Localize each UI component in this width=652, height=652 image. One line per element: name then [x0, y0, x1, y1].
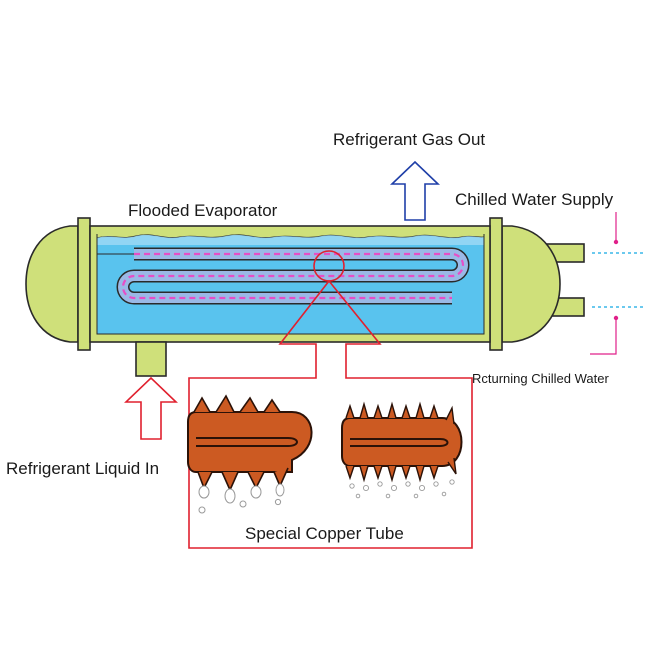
right-flange	[489, 217, 503, 351]
copper-tube-finned-detail	[341, 401, 463, 499]
supply-flow-indicator	[592, 239, 646, 254]
left-end-cap	[25, 225, 79, 343]
surface-foam	[97, 234, 484, 245]
tube-bundle-flow	[121, 252, 465, 300]
return-leader-line	[590, 318, 617, 355]
copper-tube-label: Special Copper Tube	[245, 524, 404, 543]
return-flow-indicator	[592, 306, 646, 321]
liquid-in-label: Refrigerant Liquid In	[6, 459, 159, 478]
left-flange	[77, 217, 91, 351]
chilled-water-supply-label: Chilled Water Supply	[455, 190, 614, 209]
returning-chilled-water-label: Rcturning Chilled Water	[472, 371, 609, 386]
liquid-inlet-pipe	[135, 341, 167, 377]
callout-connector	[188, 279, 473, 549]
liquid-in-arrow	[124, 376, 178, 440]
evaporator-title: Flooded Evaporator	[128, 201, 278, 220]
right-end-cap	[501, 225, 561, 343]
copper-tube-boiling-detail	[187, 394, 313, 514]
gas-out-arrow	[390, 160, 440, 221]
gas-out-label: Refrigerant Gas Out	[333, 130, 485, 149]
